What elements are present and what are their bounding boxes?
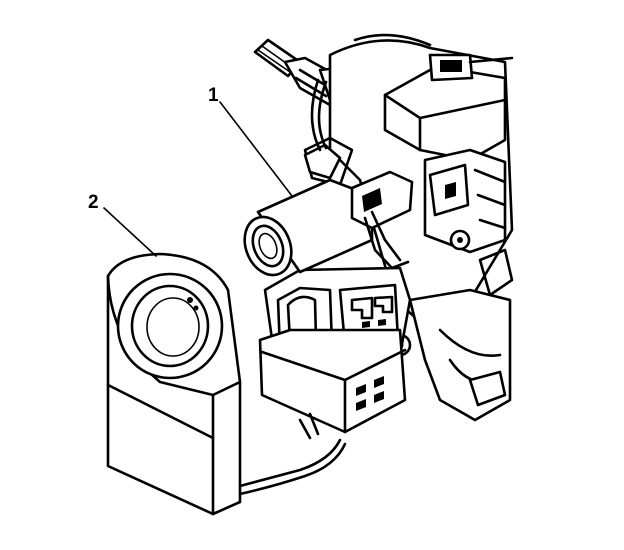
leader-line-2 (103, 207, 157, 257)
callout-label-1: 1 (208, 85, 219, 106)
leader-line-1 (219, 101, 293, 197)
lower-column (388, 248, 514, 422)
lock-cylinder (243, 170, 414, 277)
leader-lines (103, 101, 293, 257)
ignition-switch-assembly (258, 266, 412, 434)
column-housing (303, 33, 514, 332)
callout-label-2: 2 (88, 192, 99, 213)
passlock-sensor (106, 252, 347, 516)
